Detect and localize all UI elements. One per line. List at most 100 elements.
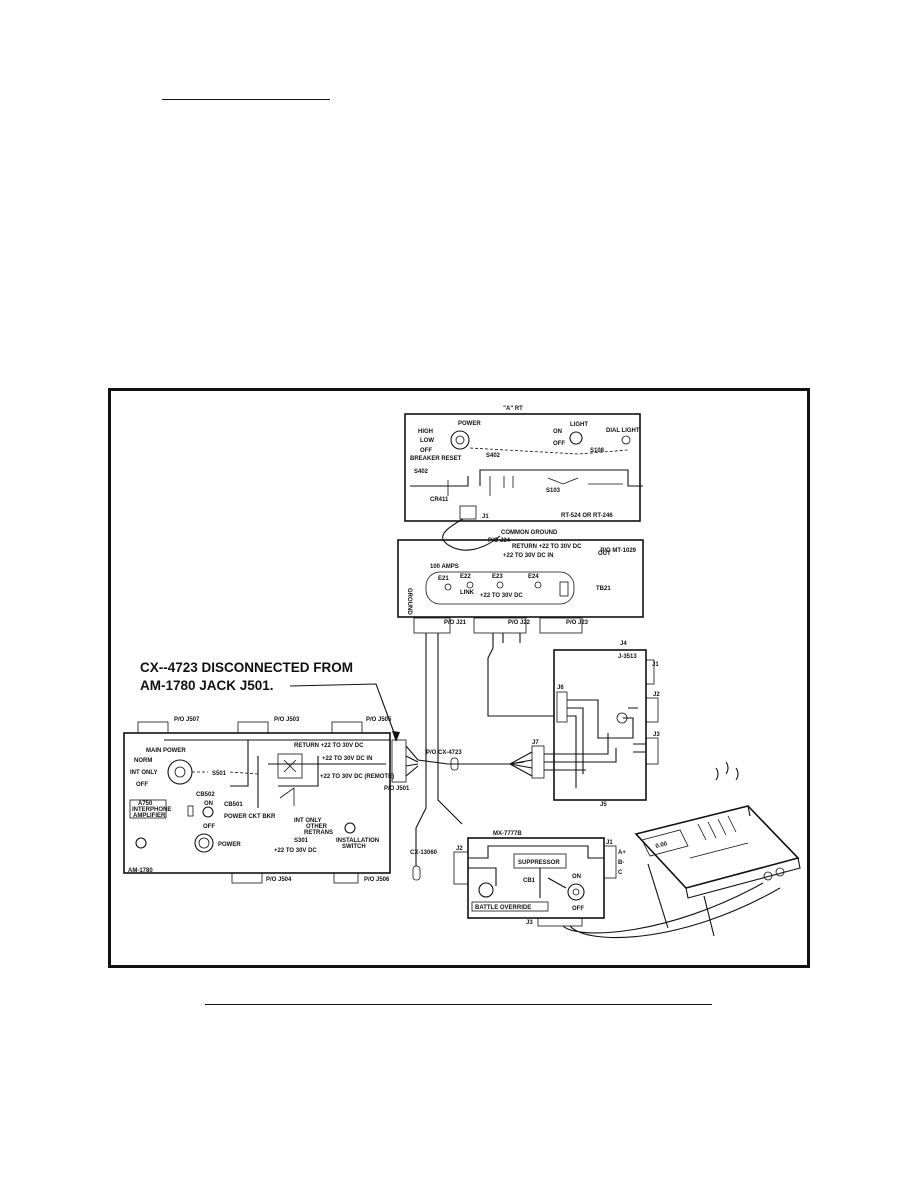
am-int-only2: INT ONLY bbox=[294, 818, 321, 824]
j3513-j1: J1 bbox=[652, 662, 659, 668]
meter-body-side bbox=[685, 805, 801, 899]
am-j505-conn bbox=[331, 721, 363, 734]
mx-j3: J3 bbox=[526, 920, 533, 926]
callout-arrow-icon bbox=[392, 731, 400, 742]
am-retrans: RETRANS bbox=[304, 830, 333, 836]
am-j504-conn bbox=[231, 872, 263, 884]
rt-low-label: LOW bbox=[420, 438, 434, 444]
mt-j23: P/O J23 bbox=[566, 620, 589, 626]
j3513-j6: J6 bbox=[557, 685, 564, 691]
am-j501-conn bbox=[391, 739, 407, 783]
am-s501-dash bbox=[192, 771, 259, 775]
am-j501: P/O J501 bbox=[384, 786, 410, 792]
power-knob-icon bbox=[455, 435, 465, 445]
meter-stand-legs bbox=[647, 863, 715, 937]
am-j507-conn bbox=[137, 721, 169, 734]
j3513-unit: J4 J-3513 J1 J2 J3 J6 J7 J5 bbox=[531, 641, 660, 808]
am-cb502: CB502 bbox=[196, 792, 215, 798]
mx-battle-override: BATTLE OVERRIDE bbox=[475, 905, 531, 911]
am-dc-22: +22 TO 30V DC bbox=[274, 848, 317, 854]
am-dc-remote: +22 TO 30V DC (REMOTE) bbox=[320, 774, 394, 780]
am-j506-conn bbox=[333, 872, 359, 884]
am-installation: INSTALLATION bbox=[336, 838, 379, 844]
j3513-j2-conn bbox=[645, 697, 659, 723]
mt-cables bbox=[415, 633, 554, 866]
terminal-e24 bbox=[534, 581, 542, 589]
am-switch: SWITCH bbox=[342, 844, 366, 850]
mt-1029-unit: COMMON GROUND P/O J24 RETURN +22 TO 30V … bbox=[397, 530, 644, 634]
am-ground-post-icon bbox=[135, 837, 147, 849]
j3513-j5: J5 bbox=[600, 802, 607, 808]
rt-title: "A" RT bbox=[503, 406, 523, 412]
mx-j2: J2 bbox=[456, 846, 463, 852]
rt-off2-label: OFF bbox=[553, 441, 565, 447]
j3513-j3: J3 bbox=[653, 732, 660, 738]
am-on: ON bbox=[204, 801, 213, 807]
rt-s108: S108 bbox=[590, 448, 605, 454]
mt-return: RETURN +22 TO 30V DC bbox=[512, 544, 582, 550]
rt-mt-cable bbox=[442, 518, 501, 551]
mt-j22-conn bbox=[473, 617, 527, 634]
meter-jack-v-icon bbox=[775, 867, 785, 877]
power-lamp-icon bbox=[194, 833, 214, 853]
installation-switch-icon bbox=[344, 822, 356, 834]
am-a750: A750 bbox=[138, 801, 153, 807]
am1780-box bbox=[123, 732, 391, 874]
terminal-e21 bbox=[444, 583, 452, 591]
mx-j2-conn bbox=[453, 851, 469, 885]
rt-wiring-main bbox=[410, 469, 643, 487]
am-s301: S301 bbox=[294, 838, 309, 844]
j3513-j6-conn bbox=[556, 691, 568, 723]
callout-line-2: AM-1780 JACK J501. bbox=[140, 678, 274, 693]
mx-off: OFF bbox=[572, 906, 584, 912]
battle-override-label-box bbox=[471, 901, 549, 912]
meter-signal-icon bbox=[715, 761, 739, 781]
dial-lamp-icon bbox=[621, 435, 631, 445]
mt-bus-outline bbox=[425, 571, 575, 605]
mt-e24: E24 bbox=[528, 574, 539, 580]
meter-readout: 0.00 bbox=[655, 841, 668, 850]
mx-pin-a: A+ bbox=[618, 850, 626, 856]
am-relay-block bbox=[277, 753, 303, 779]
terminal-e23 bbox=[496, 581, 504, 589]
rt-box bbox=[404, 413, 641, 522]
am-relay-contact bbox=[279, 787, 295, 806]
am-off: OFF bbox=[136, 782, 148, 788]
am-j506: P/O J506 bbox=[364, 877, 390, 883]
rt-dial-light: DIAL LIGHT bbox=[606, 428, 640, 434]
bottom-rule bbox=[205, 1004, 712, 1005]
mt-j22: P/O J22 bbox=[508, 620, 531, 626]
diagram-frame bbox=[108, 388, 810, 968]
rt-off-label: OFF bbox=[420, 448, 432, 454]
mt-in: +22 TO 30V DC IN bbox=[503, 553, 553, 559]
rt-s103: S103 bbox=[546, 488, 561, 494]
mx-j3-conn bbox=[537, 917, 583, 927]
am-dc-in: +22 TO 30V DC IN bbox=[322, 756, 372, 762]
j3513-j3-conn bbox=[645, 737, 659, 765]
ckt-breaker-toggle-icon bbox=[202, 806, 214, 818]
am-return: RETURN +22 TO 30V DC bbox=[294, 743, 364, 749]
j3513-j4: J4 bbox=[620, 641, 627, 647]
am-s501: S501 bbox=[212, 771, 227, 777]
am-off2: OFF bbox=[203, 824, 215, 830]
j3513-title: J-3513 bbox=[618, 654, 637, 660]
mx-internal-wiring bbox=[468, 845, 604, 898]
light-switch-icon bbox=[569, 431, 583, 445]
rt-light-label: LIGHT bbox=[570, 422, 588, 428]
power-switch-icon bbox=[450, 430, 470, 450]
j3513-internal-wiring bbox=[544, 699, 646, 788]
meter-display-icon bbox=[641, 829, 689, 857]
mt-tb21-block bbox=[559, 581, 569, 597]
mt-e21: E21 bbox=[438, 576, 449, 582]
am-internal-wiring bbox=[164, 739, 390, 808]
mt-bus: +22 TO 30V DC bbox=[480, 593, 523, 599]
mt-po-j24: P/O J24 bbox=[488, 538, 511, 544]
am-amplifier: AMPLIFIER bbox=[133, 813, 166, 819]
mt-out: OUT bbox=[598, 551, 611, 557]
rt-j1-connector bbox=[459, 505, 477, 520]
am-main-power: MAIN POWER bbox=[146, 748, 186, 754]
mt-box bbox=[397, 539, 644, 618]
cx4723-label: P/O CX-4723 bbox=[426, 750, 462, 756]
rt-s402-a: S402 bbox=[486, 453, 501, 459]
top-rule bbox=[162, 99, 330, 100]
